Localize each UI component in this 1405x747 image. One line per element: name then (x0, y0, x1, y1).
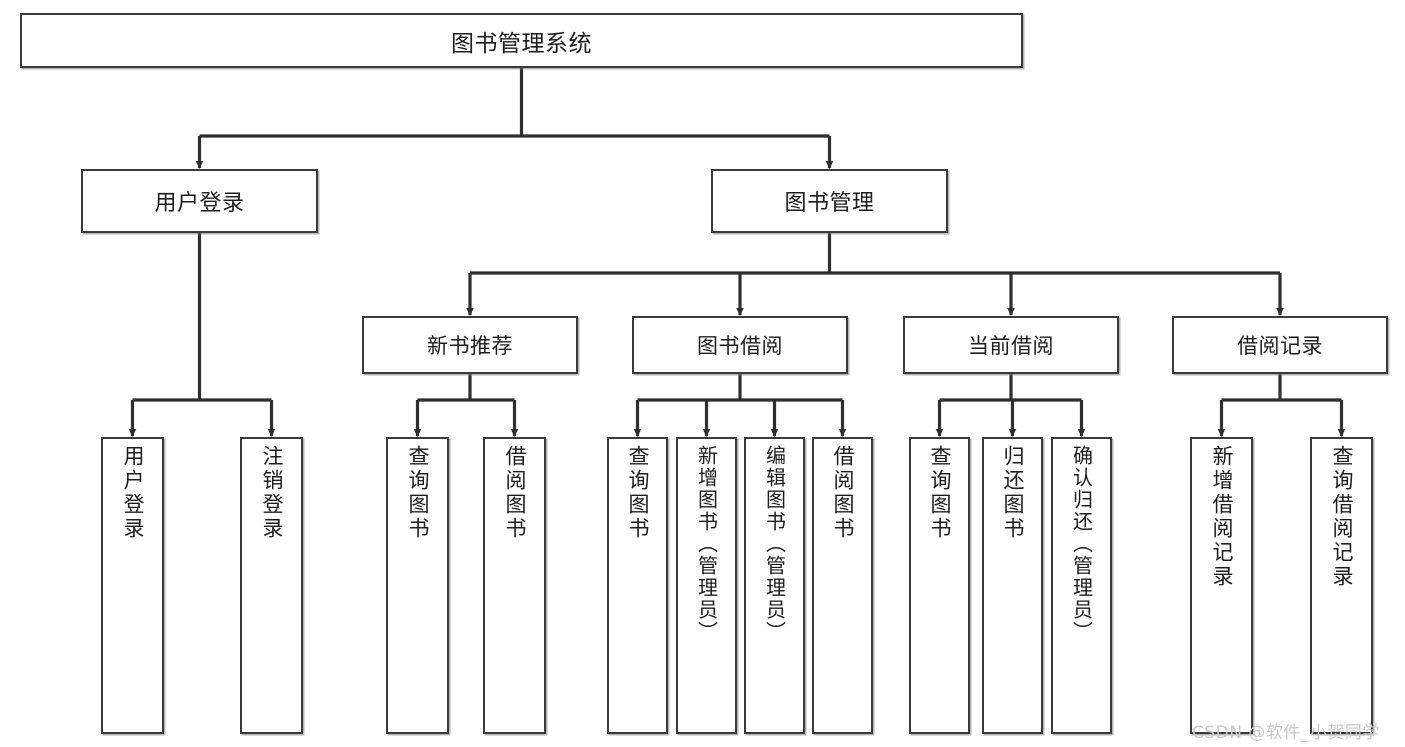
node-label: 确认归还（管理员） (1069, 445, 1094, 643)
node-label: 图书借阅 (697, 334, 783, 358)
node-leaf-logout[interactable]: 注销登录 (240, 437, 303, 734)
node-leaf-borrow-book[interactable]: 借阅图书 (812, 437, 873, 734)
node-new-book-recommend[interactable]: 新书推荐 (362, 316, 578, 374)
node-leaf-edit-book-admin[interactable]: 编辑图书（管理员） (744, 437, 805, 734)
node-label: 借阅图书 (831, 445, 855, 541)
node-leaf-confirm-return-admin[interactable]: 确认归还（管理员） (1051, 437, 1112, 734)
node-leaf-query-book-recommend[interactable]: 查询图书 (386, 437, 449, 734)
node-leaf-query-borrow-record[interactable]: 查询借阅记录 (1310, 437, 1373, 734)
node-label: 新书推荐 (427, 334, 513, 358)
node-leaf-add-book-admin[interactable]: 新增图书（管理员） (676, 437, 737, 734)
node-label: 用户登录 (121, 445, 145, 541)
node-leaf-query-book-borrow[interactable]: 查询图书 (607, 437, 668, 734)
node-borrow-record[interactable]: 借阅记录 (1172, 316, 1388, 374)
node-leaf-return-book[interactable]: 归还图书 (982, 437, 1043, 734)
csdn-watermark: CSDN @软件_小贺同学 (1192, 723, 1380, 743)
node-leaf-add-borrow-record[interactable]: 新增借阅记录 (1190, 437, 1253, 734)
node-book-management[interactable]: 图书管理 (711, 169, 948, 233)
node-leaf-borrow-book-recommend[interactable]: 借阅图书 (483, 437, 546, 734)
node-label: 借阅图书 (503, 445, 527, 541)
node-label: 注销登录 (260, 445, 284, 541)
node-label: 用户登录 (154, 191, 245, 216)
node-label: 图书管理 (784, 191, 875, 216)
node-label: 查询图书 (626, 445, 650, 541)
node-label: 查询图书 (406, 445, 430, 541)
node-label: 新增借阅记录 (1210, 445, 1234, 589)
node-label: 借阅记录 (1237, 334, 1323, 358)
node-current-borrow[interactable]: 当前借阅 (903, 316, 1119, 374)
node-label: 归还图书 (1001, 445, 1025, 541)
node-label: 新增图书（管理员） (694, 445, 719, 643)
node-label: 图书管理系统 (451, 30, 592, 57)
node-root-system[interactable]: 图书管理系统 (20, 13, 1023, 68)
node-leaf-user-login[interactable]: 用户登录 (101, 437, 164, 734)
node-book-borrow[interactable]: 图书借阅 (632, 316, 848, 374)
node-label: 查询图书 (928, 445, 952, 541)
node-leaf-query-book-current[interactable]: 查询图书 (909, 437, 970, 734)
node-label: 编辑图书（管理员） (762, 445, 787, 643)
node-label: 查询借阅记录 (1330, 445, 1354, 589)
node-user-login[interactable]: 用户登录 (81, 169, 318, 233)
node-label: 当前借阅 (968, 334, 1054, 358)
